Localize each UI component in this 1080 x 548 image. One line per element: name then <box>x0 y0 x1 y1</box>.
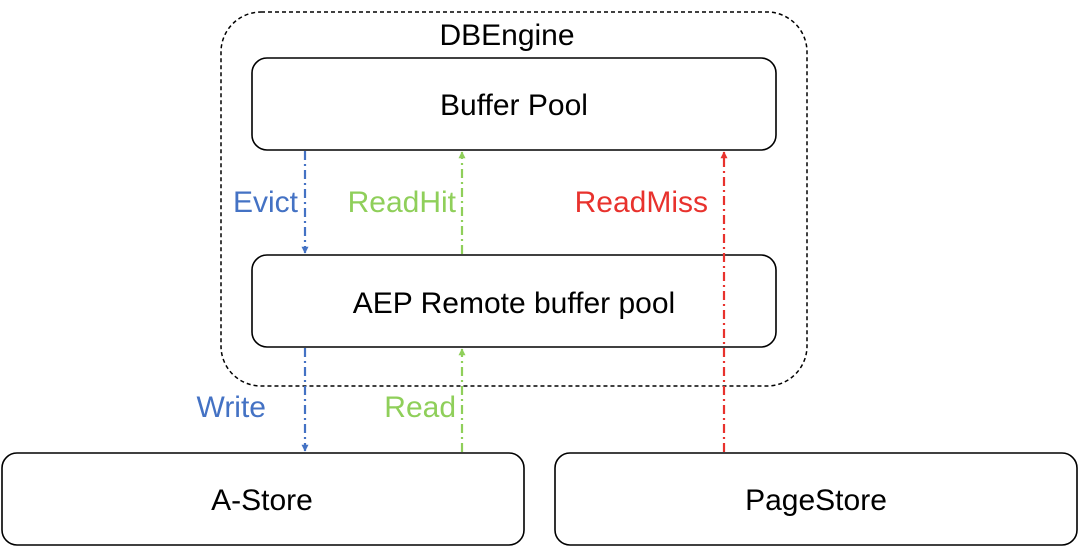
edge-readmiss-label: ReadMiss <box>575 186 708 219</box>
group-dbengine: DBEngine <box>220 11 808 387</box>
node-buffer-pool: Buffer Pool <box>251 57 777 151</box>
edge-readmiss: ReadMiss <box>575 151 728 452</box>
node-pagestore-label: PageStore <box>745 484 887 517</box>
node-pagestore-box <box>554 452 1078 546</box>
edge-evict: Evict <box>233 151 309 254</box>
group-dbengine-border <box>220 11 808 387</box>
node-a-store: A-Store <box>1 452 525 546</box>
edge-readhit-label: ReadHit <box>348 186 457 219</box>
edge-write-label: Write <box>197 391 266 424</box>
node-buffer-pool-box <box>251 57 777 151</box>
edge-write: Write <box>197 348 309 452</box>
edge-read-label: Read <box>384 391 456 424</box>
node-a-store-box <box>1 452 525 546</box>
node-aep-remote-buffer-pool-box <box>251 254 777 348</box>
edge-read: Read <box>384 348 466 452</box>
node-aep-remote-buffer-pool-label: AEP Remote buffer pool <box>353 287 675 320</box>
node-pagestore: PageStore <box>554 452 1078 546</box>
edge-readhit: ReadHit <box>348 151 466 254</box>
group-dbengine-label: DBEngine <box>439 19 574 52</box>
node-a-store-label: A-Store <box>211 484 313 517</box>
node-aep-remote-buffer-pool: AEP Remote buffer pool <box>251 254 777 348</box>
node-buffer-pool-label: Buffer Pool <box>440 89 588 122</box>
edge-evict-label: Evict <box>233 186 299 219</box>
